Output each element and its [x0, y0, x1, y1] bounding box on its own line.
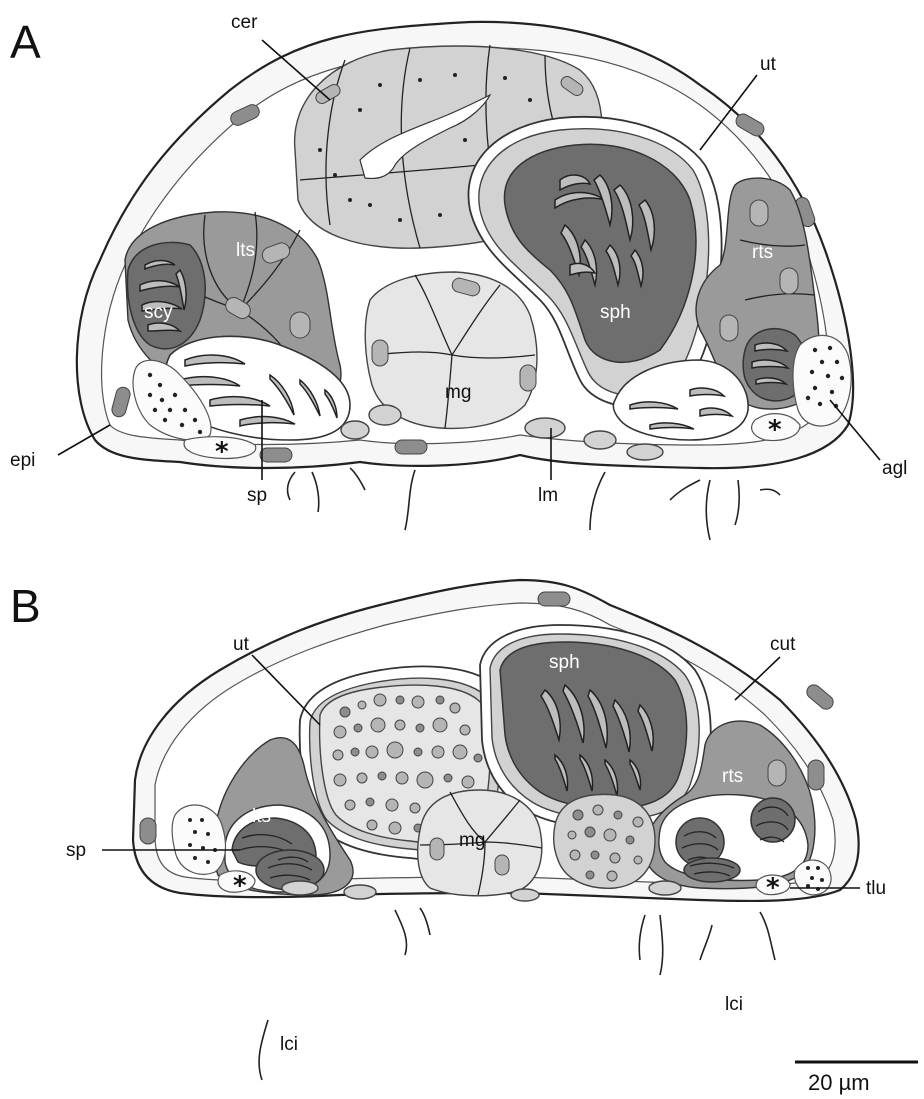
label-rts-b: rts: [722, 766, 743, 787]
label-lts-b: lts: [252, 806, 271, 827]
label-lts-a: lts: [236, 240, 255, 261]
label-cer: cer: [231, 12, 258, 33]
panel-b-letter: B: [10, 580, 41, 632]
label-lci-left: lci: [280, 1034, 298, 1055]
label-mg-b: mg: [459, 830, 485, 851]
label-epi: epi: [10, 450, 35, 471]
label-scy: scy: [144, 302, 173, 323]
star-a-right: *: [768, 415, 782, 445]
label-ut-b: ut: [233, 634, 250, 655]
scale-bar-label: 20 µm: [808, 1070, 870, 1095]
label-tlu: tlu: [866, 878, 886, 899]
cilia-b: [259, 908, 775, 1080]
label-sph-b: sph: [549, 652, 580, 673]
label-sph-a: sph: [600, 302, 631, 323]
panel-a: A: [10, 12, 907, 540]
cilia-a: [288, 468, 780, 540]
panel-b: B: [10, 580, 918, 1095]
midgut-a: [365, 272, 537, 428]
panel-a-letter: A: [10, 16, 41, 68]
label-lci-right: lci: [725, 994, 743, 1015]
label-rts-a: rts: [752, 242, 773, 263]
label-sp-a: sp: [247, 485, 267, 506]
star-b-right: *: [766, 873, 780, 903]
label-lm: lm: [538, 485, 558, 506]
scale-bar: 20 µm: [795, 1062, 918, 1095]
label-agl: agl: [882, 458, 907, 479]
label-cut: cut: [770, 634, 796, 655]
star-b-left: *: [233, 871, 247, 901]
label-sp-b: sp: [66, 840, 86, 861]
star-a-left: *: [215, 437, 229, 467]
vitellarium-b: [554, 794, 655, 888]
label-mg-a: mg: [445, 382, 471, 403]
label-ut-a: ut: [760, 54, 777, 75]
